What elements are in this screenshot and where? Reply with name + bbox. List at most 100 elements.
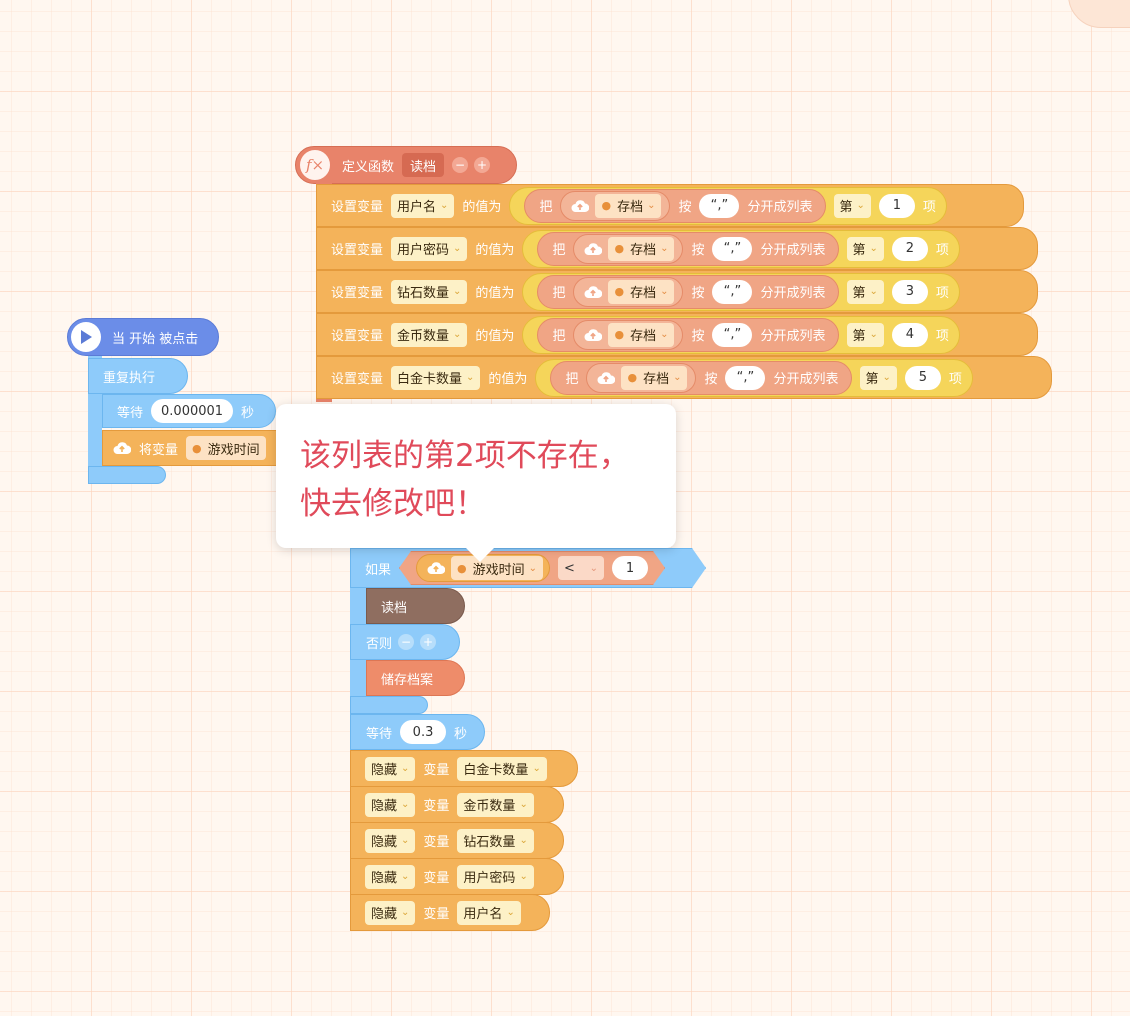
plus-icon[interactable]: + <box>420 634 437 650</box>
wait-block-2[interactable]: 等待 0.3 秒 <box>350 714 485 750</box>
variable-dropdown[interactable]: ●游戏时间⌄ <box>451 556 543 580</box>
split-label: 分开成列表 <box>760 243 826 258</box>
set-variable-block[interactable]: 将变量 ●游戏时间 <box>102 430 280 466</box>
if-label: 如果 <box>365 562 392 578</box>
variable-dropdown[interactable]: 钻石数量⌄ <box>457 828 534 853</box>
nth-dropdown[interactable]: 第⌄ <box>833 193 871 218</box>
variable-reporter[interactable]: ●存档⌄ <box>573 233 684 264</box>
error-tooltip: 该列表的第2项不存在， 快去修改吧！ <box>276 404 676 562</box>
hide-variable-block[interactable]: 隐藏⌄变量白金卡数量⌄ <box>350 750 578 787</box>
compare-value-input[interactable]: 1 <box>612 556 648 580</box>
separator-input[interactable]: “,” <box>712 236 753 261</box>
else-label: 否则 <box>366 636 393 652</box>
separator-input[interactable]: “,” <box>725 365 766 390</box>
split-text-block[interactable]: 把●存档⌄按“,”分开成列表 <box>537 274 839 309</box>
set-variable-label: 设置变量 <box>331 243 384 258</box>
action-value: 隐藏 <box>371 907 398 922</box>
wait-seconds-input[interactable]: 0.3 <box>400 720 447 744</box>
hide-variable-block[interactable]: 隐藏⌄变量用户名⌄ <box>350 894 550 931</box>
split-text-block[interactable]: 把●存档⌄按“,”分开成列表 <box>537 317 839 352</box>
split-text-block[interactable]: 把●存档⌄按“,”分开成列表 <box>550 360 852 395</box>
value-label: 的值为 <box>475 243 515 258</box>
split-prefix-label: 把 <box>552 286 566 301</box>
source-variable-dropdown[interactable]: ●存档⌄ <box>608 322 675 347</box>
variable-dropdown[interactable]: 白金卡数量⌄ <box>457 756 547 781</box>
hide-variable-block[interactable]: 隐藏⌄ 变量钻石数量⌄ <box>350 822 564 859</box>
show-hide-dropdown[interactable]: 隐藏⌄ <box>365 900 416 925</box>
index-input[interactable]: 1 <box>878 193 915 218</box>
variable-reporter[interactable]: ●存档⌄ <box>573 319 684 350</box>
variable-dropdown[interactable]: 用户密码⌄ <box>457 864 534 889</box>
repeat-block[interactable]: 重复执行 <box>88 358 188 394</box>
wait-block[interactable]: 等待 0.000001 秒 <box>102 394 276 428</box>
call-save-block[interactable]: 储存档案 <box>366 660 465 696</box>
value-label: 的值为 <box>475 329 515 344</box>
split-text-block[interactable]: 把●存档⌄按“,”分开成列表 <box>524 188 826 223</box>
variable-reporter[interactable]: ●存档⌄ <box>573 276 684 307</box>
else-block[interactable]: 否则 − + <box>350 624 460 660</box>
hide-variable-block[interactable]: 隐藏⌄变量金币数量⌄ <box>350 786 564 823</box>
source-variable-dropdown[interactable]: ●存档⌄ <box>621 365 688 390</box>
start-event-block[interactable]: 当 开始 被点击 <box>67 318 219 356</box>
chevron-down-icon: ⌄ <box>401 763 410 774</box>
variable-label: 变量 <box>423 871 450 886</box>
source-variable-dropdown[interactable]: ●存档⌄ <box>608 236 675 261</box>
nth-dropdown[interactable]: 第⌄ <box>846 322 884 347</box>
nth-dropdown[interactable]: 第⌄ <box>859 365 897 390</box>
separator-input[interactable]: “,” <box>699 193 740 218</box>
variable-dropdown[interactable]: 用户密码⌄ <box>391 236 468 261</box>
wait-seconds-input[interactable]: 0.000001 <box>151 399 234 423</box>
show-hide-dropdown[interactable]: 隐藏⌄ <box>365 792 416 817</box>
variable-dropdown[interactable]: 钻石数量⌄ <box>391 279 468 304</box>
index-input[interactable]: 5 <box>904 365 941 390</box>
function-name-field[interactable]: 读档 <box>402 153 445 177</box>
index-input[interactable]: 2 <box>891 236 928 261</box>
index-input[interactable]: 3 <box>891 279 928 304</box>
variable-label: 变量 <box>423 835 450 850</box>
source-variable-dropdown[interactable]: ●存档⌄ <box>608 279 675 304</box>
nth-dropdown[interactable]: 第⌄ <box>846 279 884 304</box>
separator-input[interactable]: “,” <box>712 322 753 347</box>
item-label: 项 <box>935 243 949 258</box>
variable-reporter[interactable]: ●存档⌄ <box>586 362 697 393</box>
if-block[interactable]: 如果 ●游戏时间⌄ <⌄ 1 <box>350 548 706 588</box>
variable-name: 用户密码 <box>397 243 450 258</box>
variable-dropdown[interactable]: 金币数量⌄ <box>457 792 534 817</box>
index-input[interactable]: 4 <box>891 322 928 347</box>
show-hide-dropdown[interactable]: 隐藏⌄ <box>365 828 416 853</box>
call-load-block[interactable]: 读档 <box>366 588 465 624</box>
variable-dropdown[interactable]: 用户名⌄ <box>457 900 521 925</box>
plus-icon[interactable]: + <box>474 157 491 173</box>
source-variable-dropdown[interactable]: ●存档⌄ <box>595 193 662 218</box>
minus-icon[interactable]: − <box>452 157 469 173</box>
function-header[interactable]: f× 定义函数 读档 − + <box>295 146 517 184</box>
operator-dropdown[interactable]: <⌄ <box>558 556 604 580</box>
show-hide-dropdown[interactable]: 隐藏⌄ <box>365 756 416 781</box>
variable-dropdown[interactable]: 白金卡数量⌄ <box>391 365 481 390</box>
separator-input[interactable]: “,” <box>712 279 753 304</box>
nth-dropdown[interactable]: 第⌄ <box>846 236 884 261</box>
value-label: 的值为 <box>475 286 515 301</box>
split-text-block[interactable]: 把●存档⌄按“,”分开成列表 <box>537 231 839 266</box>
corner-button[interactable] <box>1068 0 1130 28</box>
variable-dropdown[interactable]: 用户名⌄ <box>391 193 455 218</box>
compare-block[interactable]: ●游戏时间⌄ <⌄ 1 <box>399 551 665 585</box>
set-variable-label: 设置变量 <box>331 286 384 301</box>
variable-dropdown[interactable]: 金币数量⌄ <box>391 322 468 347</box>
chevron-down-icon: ⌄ <box>869 243 878 254</box>
hide-variable-block[interactable]: 隐藏⌄ 变量用户密码⌄ <box>350 858 564 895</box>
variable-reporter[interactable]: ●存档⌄ <box>560 190 671 221</box>
minus-icon[interactable]: − <box>398 634 415 650</box>
variable-dropdown[interactable]: ●游戏时间 <box>186 436 266 460</box>
show-hide-dropdown[interactable]: 隐藏⌄ <box>365 864 416 889</box>
